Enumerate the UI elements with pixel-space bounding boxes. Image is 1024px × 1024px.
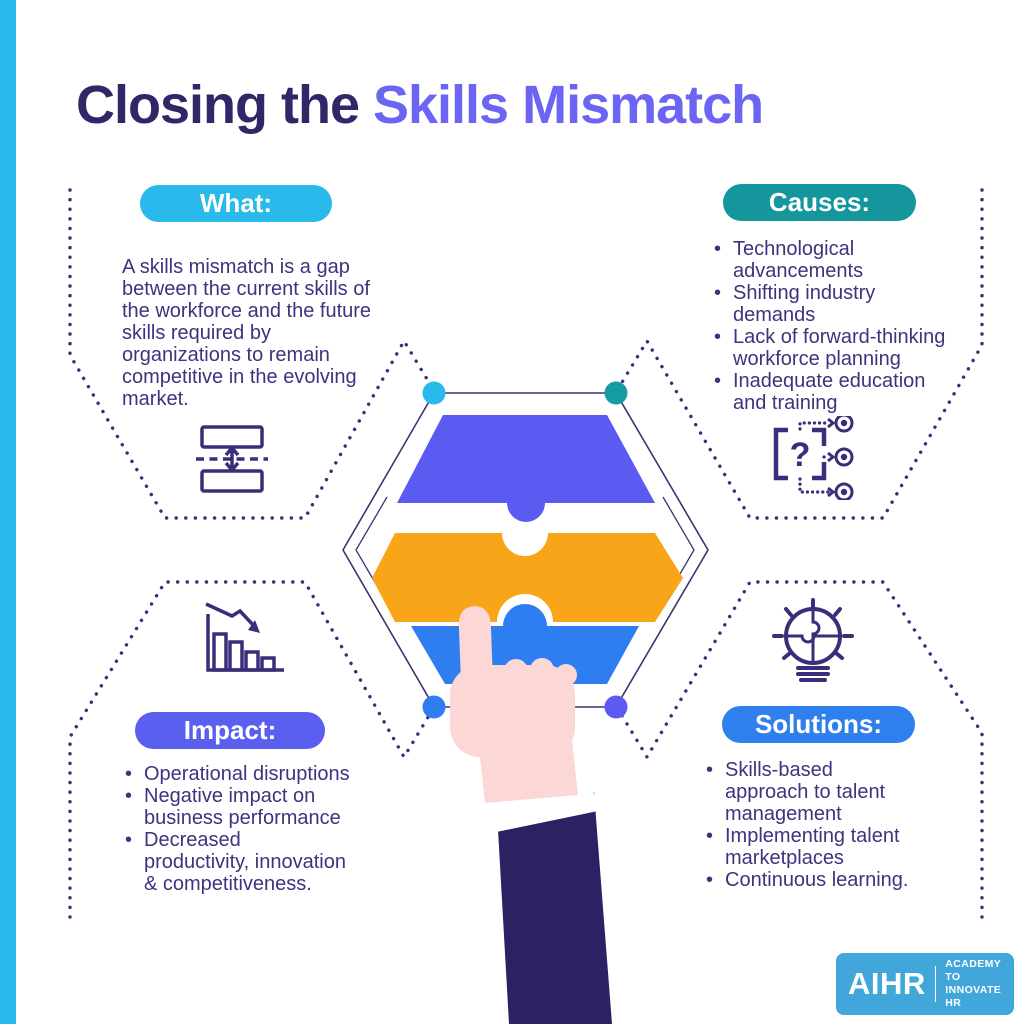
puzzle-lightbulb-icon	[772, 598, 854, 682]
what-pill: What:	[140, 185, 332, 222]
solutions-bullet-2: Implementing talent marketplaces	[704, 825, 916, 869]
impact-bullet-3: Decreased productivity, innovation & com…	[123, 829, 351, 895]
causes-bullet-2: Shifting industry demands	[712, 282, 954, 326]
puzzle-piece-top	[397, 415, 655, 522]
impact-bullet-list: Operational disruptions Negative impact …	[123, 763, 351, 895]
left-accent-bar	[0, 0, 16, 1024]
page-title-prefix: Closing the	[76, 75, 373, 135]
aihr-logo-divider	[934, 966, 937, 1002]
impact-pill: Impact:	[135, 712, 325, 749]
fist	[450, 665, 575, 757]
wrist	[479, 740, 578, 803]
knuckle	[555, 664, 577, 686]
knuckle	[530, 658, 554, 682]
hexagon-corner-circle-top-left	[422, 381, 446, 405]
hexagon-corner-circle-top-right	[604, 381, 628, 405]
puzzle-piece-middle	[372, 533, 683, 622]
hexagon-outline	[342, 392, 709, 708]
inner-hexagon-left-chevron	[355, 496, 388, 604]
aihr-logo-tagline: ACADEMY TO INNOVATE HR	[945, 958, 1002, 1010]
solutions-bullet-1: Skills-based approach to talent manageme…	[704, 759, 916, 825]
solutions-bullet-list: Skills-based approach to talent manageme…	[704, 759, 916, 891]
question-mark-glyph: ?	[790, 436, 811, 474]
page-title: Closing the Skills Mismatch	[76, 74, 764, 136]
gap-between-boxes-icon	[196, 425, 268, 493]
aihr-logo: AIHR ACADEMY TO INNOVATE HR	[836, 953, 1014, 1015]
solutions-bullet-3: Continuous learning.	[704, 869, 916, 891]
inner-hexagon-right-chevron	[662, 496, 695, 604]
sleeve	[497, 792, 612, 1024]
knuckle	[504, 659, 528, 683]
causes-bullet-list: Technological advancements Shifting indu…	[712, 238, 954, 414]
causes-pill-label: Causes:	[768, 187, 871, 217]
question-box-with-options-icon: ?	[773, 416, 854, 500]
declining-bar-chart-icon	[205, 602, 284, 672]
causes-bullet-1: Technological advancements	[712, 238, 954, 282]
what-pill-label: What:	[199, 188, 273, 218]
causes-bullet-3: Lack of forward-thinking workforce plann…	[712, 326, 954, 370]
aihr-logo-tagline-line1: ACADEMY TO	[945, 958, 1001, 983]
puzzle-piece-bottom	[411, 604, 639, 684]
impact-bullet-1: Operational disruptions	[123, 763, 351, 785]
page-title-highlight: Skills Mismatch	[373, 75, 764, 135]
hexagon-corner-circle-bottom-right	[604, 695, 628, 719]
solutions-pill: Solutions:	[722, 706, 915, 743]
causes-pill: Causes:	[723, 184, 916, 221]
impact-bullet-2: Negative impact on business performance	[123, 785, 351, 829]
index-finger	[458, 606, 494, 710]
what-description: A skills mismatch is a gap between the c…	[122, 256, 372, 410]
aihr-logo-brand: AIHR	[848, 966, 926, 1001]
causes-bullet-4: Inadequate education and training	[712, 370, 954, 414]
cuff	[484, 768, 597, 832]
impact-pill-label: Impact:	[183, 715, 277, 745]
solutions-pill-label: Solutions:	[754, 709, 883, 739]
aihr-logo-tagline-line2: INNOVATE HR	[945, 984, 1002, 1009]
hexagon-corner-circle-bottom-left	[422, 695, 446, 719]
